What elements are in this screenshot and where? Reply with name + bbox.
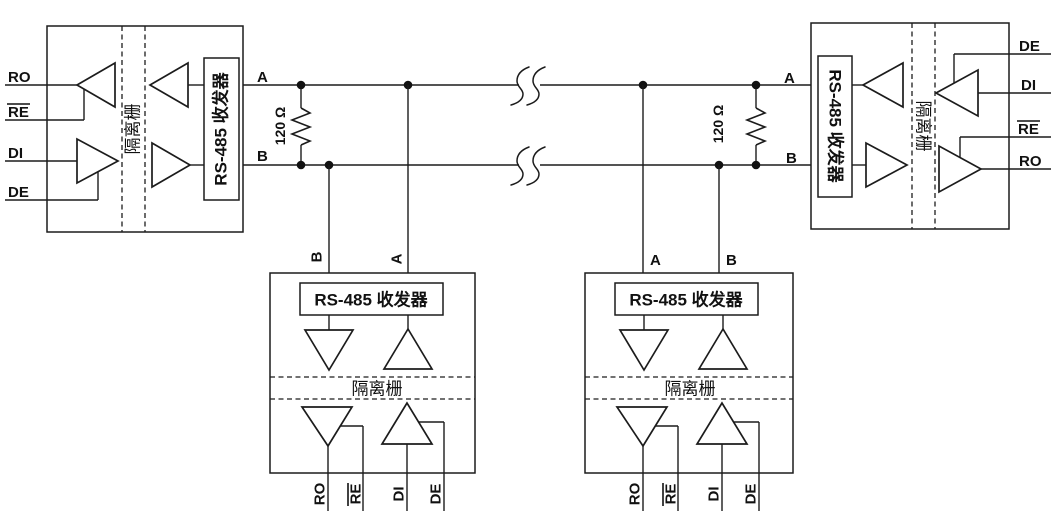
mid-left-node: B A RS-485 收发器 隔离栅 RO RE DI DE [269, 85, 476, 511]
junction-dot [751, 160, 761, 170]
bus-pin-label-b: B [726, 252, 737, 269]
isolation-barrier-label: 隔离栅 [352, 380, 403, 399]
pin-label-ro: RO [1019, 153, 1042, 170]
resistor-zigzag-icon [744, 107, 768, 146]
pin-label-di: DI [391, 487, 408, 502]
transceiver-box [817, 55, 853, 198]
pin-label-ro: RO [8, 69, 31, 86]
driver-triangle-icon [382, 327, 434, 370]
transceiver-box [299, 282, 444, 316]
pin-label-di: DI [1021, 77, 1036, 94]
pin-label-de: DE [8, 184, 29, 201]
receiver-triangle-icon [865, 141, 909, 189]
pin-label-re: RE [348, 484, 365, 505]
driver-triangle-icon [861, 61, 904, 109]
pin-label-ro: RO [312, 482, 329, 505]
termination-value-left: 120 Ω [272, 107, 288, 145]
bus-break-icon [510, 146, 530, 186]
termination-resistor-left: 120 Ω [272, 85, 313, 165]
pin-label-di: DI [8, 145, 23, 162]
termination-resistor-right: 120 Ω [710, 85, 768, 165]
mid-right-node: A B RS-485 收发器 隔离栅 RO RE DI DE [584, 85, 794, 511]
pin-label-ro: RO [627, 482, 644, 505]
pin-label-di: DI [706, 487, 723, 502]
receiver-triangle-icon [75, 61, 116, 109]
transceiver-label: RS-485 收发器 [211, 71, 231, 185]
transceiver-label: RS-485 收发器 [629, 290, 743, 310]
junction-dot [296, 80, 306, 90]
bus-b-label-right: B [786, 150, 797, 167]
transceiver-label: RS-485 收发器 [826, 69, 846, 183]
transceiver-box [614, 282, 759, 316]
pin-label-re: RE [663, 484, 680, 505]
bus-b-label-left: B [257, 148, 268, 165]
bus-pin-label-a: A [389, 253, 406, 264]
pin-label-de: DE [428, 484, 445, 505]
bus-pin-label-a: A [650, 252, 661, 269]
pin-label-re: RE [8, 104, 29, 121]
driver-triangle-icon [697, 327, 749, 370]
driver-triangle-icon [151, 141, 192, 189]
receiver-triangle-icon [938, 144, 983, 194]
pin-label-re: RE [1018, 121, 1039, 138]
resistor-zigzag-icon [289, 107, 313, 146]
left-node: 隔离栅 RS-485 收发器 RO RE DI DE [5, 25, 244, 233]
bus-break-icon [526, 66, 546, 106]
junction-dot [296, 160, 306, 170]
bus-pin-label-b: B [309, 251, 326, 262]
transceiver-box [203, 57, 240, 201]
bus-break-icon [526, 146, 546, 186]
right-node: RS-485 收发器 隔离栅 DE DI RE RO [810, 22, 1051, 230]
bus-a-label-right: A [784, 70, 795, 87]
termination-value-right: 120 Ω [710, 105, 726, 143]
isolation-barrier-label: 隔离栅 [124, 104, 143, 155]
bus-break-icon [510, 66, 530, 106]
transceiver-label: RS-485 收发器 [314, 290, 428, 310]
receiver-triangle-icon [303, 329, 355, 372]
bus: 120 Ω 120 Ω A B A B [239, 66, 818, 186]
isolation-barrier-label: 隔离栅 [914, 101, 933, 152]
pin-label-de: DE [743, 484, 760, 505]
junction-dot [751, 80, 761, 90]
receiver-triangle-icon [618, 329, 670, 372]
isolation-barrier-label: 隔离栅 [665, 380, 716, 399]
bus-a-label-left: A [257, 69, 268, 86]
pin-label-de: DE [1019, 38, 1040, 55]
